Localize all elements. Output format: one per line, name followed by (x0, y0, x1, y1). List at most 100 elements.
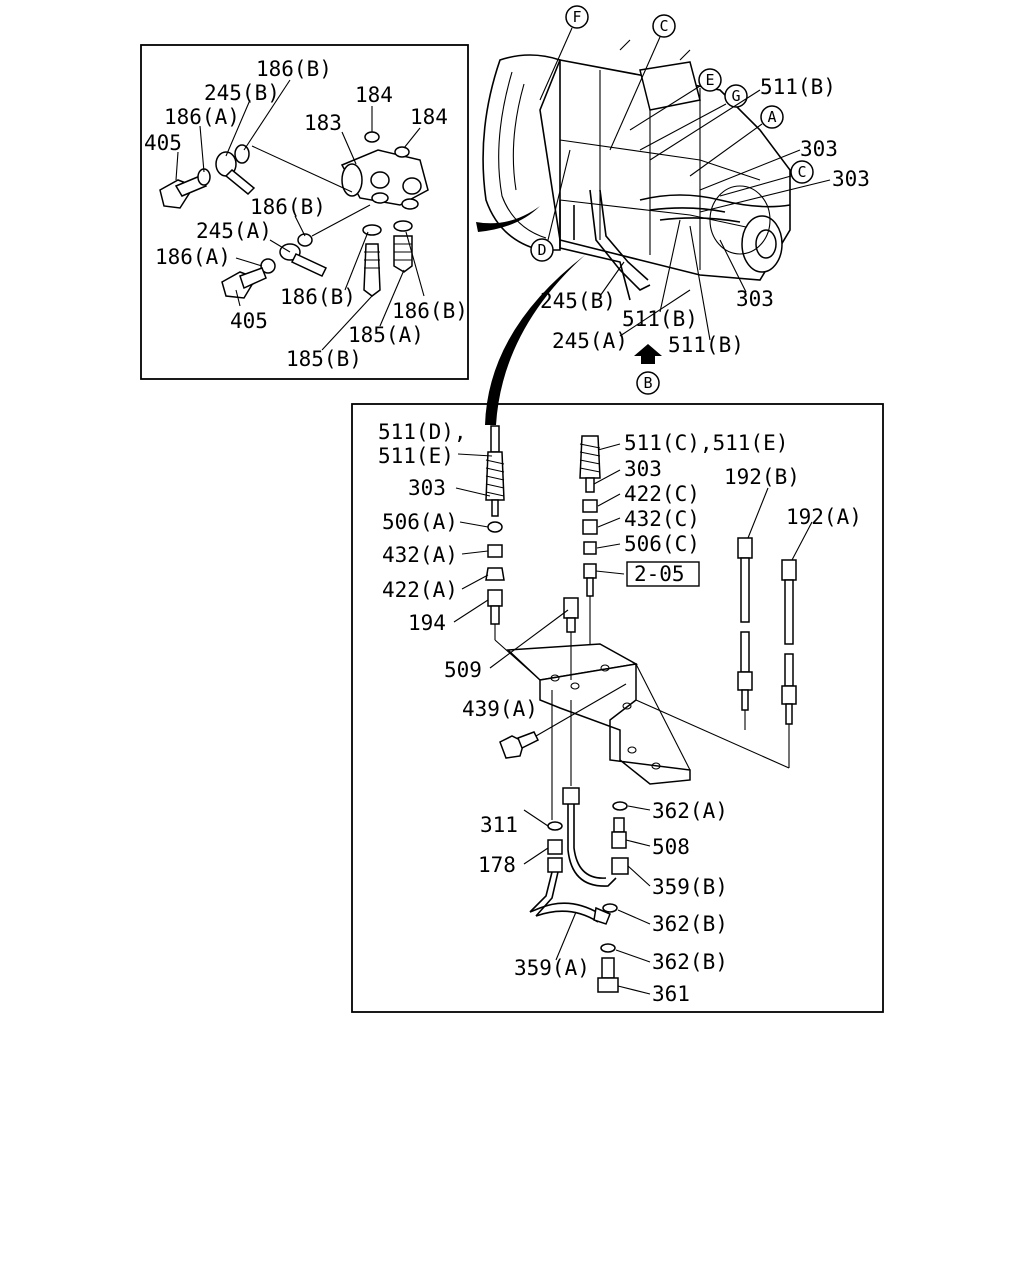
bolt-508 (611, 817, 627, 849)
cable-511d (485, 425, 505, 517)
marker-c-top: C (609, 14, 676, 151)
o-ring-184-a (364, 131, 380, 143)
marker-f: F (539, 5, 589, 101)
label-511d: 511(D), (378, 420, 467, 444)
label-178: 178 (478, 853, 516, 877)
bolt-185b (362, 224, 382, 297)
washer-506c (583, 541, 597, 555)
view-direction-arrow (634, 344, 662, 364)
label-192a: 192(A) (786, 505, 862, 529)
hose-upper (639, 194, 791, 208)
label-186b-c: 186(B) (280, 285, 356, 309)
label-511b-c: 511(B) (668, 333, 744, 357)
output-flange (741, 215, 783, 273)
label-303-b: 303 (832, 167, 870, 191)
pipe-359a (529, 857, 611, 925)
bolt-405-lower (221, 267, 267, 299)
label-303-c: 303 (736, 287, 774, 311)
label-303-left: 303 (408, 476, 446, 500)
label-362a: 362(A) (652, 799, 728, 823)
bolt-361 (597, 957, 619, 993)
top-valve-block (639, 61, 701, 111)
ref-box-frame (626, 561, 700, 587)
label-439a: 439(A) (462, 697, 538, 721)
label-511b-a: 511(B) (760, 75, 836, 99)
inset-frame (140, 44, 469, 380)
view-marker-b: B (643, 374, 652, 392)
label-186b-a: 186(B) (256, 57, 332, 81)
washer-362b-a (602, 903, 618, 913)
bell-housing (482, 54, 561, 251)
marker-c-top-label: C (659, 17, 668, 35)
label-362b-b: 362(B) (652, 950, 728, 974)
rod-192a (781, 559, 797, 725)
label-508: 508 (652, 835, 690, 859)
view-marker-b-circle (636, 371, 660, 395)
label-506c: 506(C) (624, 532, 700, 556)
rod-192b (737, 537, 753, 711)
bolt-405-upper (159, 168, 211, 209)
nut-422c (582, 499, 598, 513)
label-359a: 359(A) (514, 956, 590, 980)
label-359b: 359(B) (652, 875, 728, 899)
label-303-center: 303 (624, 457, 662, 481)
label-432c: 432(C) (624, 507, 700, 531)
inset-exploded-view: 186(B) 245(B) 186(A) 405 183 184 184 186… (140, 44, 469, 380)
label-192b: 192(B) (724, 465, 800, 489)
label-511c-511e: 511(C),511(E) (624, 431, 788, 455)
label-186a-b: 186(A) (155, 245, 231, 269)
transmission-overview: F C E G A C D (482, 5, 870, 395)
label-432a: 432(A) (382, 543, 458, 567)
bolt-439a (499, 731, 540, 759)
bolt-185a (393, 220, 413, 273)
bracket-509 (506, 643, 691, 785)
label-186a-a: 186(A) (164, 105, 240, 129)
label-245a-overview: 245(A) (552, 329, 628, 353)
fitting-2-05 (583, 563, 597, 597)
nut-432c (582, 519, 598, 535)
marker-g-label: G (731, 87, 740, 105)
label-185b: 185(B) (286, 347, 362, 371)
detail-frame (351, 403, 884, 1013)
marker-d: D (530, 149, 571, 262)
nut-178 (547, 839, 563, 855)
label-511e-left: 511(E) (378, 444, 454, 468)
marker-f-label: F (572, 8, 581, 26)
pipe-359b (562, 787, 629, 887)
marker-a: A (689, 105, 784, 177)
washer-311 (547, 821, 563, 831)
label-194: 194 (408, 611, 446, 635)
o-ring-184-b (394, 146, 410, 158)
banjo-fitting-183 (340, 149, 429, 210)
label-509: 509 (444, 658, 482, 682)
label-422c: 422(C) (624, 482, 700, 506)
marker-e-label: E (705, 71, 714, 89)
label-511b-b: 511(B) (622, 307, 698, 331)
cable-511c (579, 435, 601, 493)
washer-362b-b (600, 943, 616, 953)
label-245a: 245(A) (196, 219, 272, 243)
pipe-bundle (589, 189, 651, 291)
eye-connector-245a (260, 204, 371, 277)
label-303-a: 303 (800, 137, 838, 161)
marker-d-label: D (537, 241, 546, 259)
ref-box-2-05: 2-05 (634, 562, 685, 586)
detail-callout-arrow (485, 255, 585, 425)
label-183: 183 (304, 111, 342, 135)
eye-connector-245b (215, 144, 353, 196)
label-362b-a: 362(B) (652, 912, 728, 936)
label-405-a: 405 (144, 131, 182, 155)
washer-362a (612, 801, 628, 811)
sleeve-509 (563, 597, 579, 633)
marker-c-right-label: C (797, 163, 806, 181)
label-311: 311 (480, 813, 518, 837)
label-185a: 185(A) (348, 323, 424, 347)
label-506a: 506(A) (382, 510, 458, 534)
nut-432a (487, 544, 503, 558)
label-186b-d: 186(B) (392, 299, 468, 323)
detail-view-b: 2-05 511(D), 511(E) 303 506(A) 432(A) 42… (351, 403, 884, 1013)
fitting-194 (487, 589, 503, 625)
label-405-b: 405 (230, 309, 268, 333)
label-361: 361 (652, 982, 690, 1006)
